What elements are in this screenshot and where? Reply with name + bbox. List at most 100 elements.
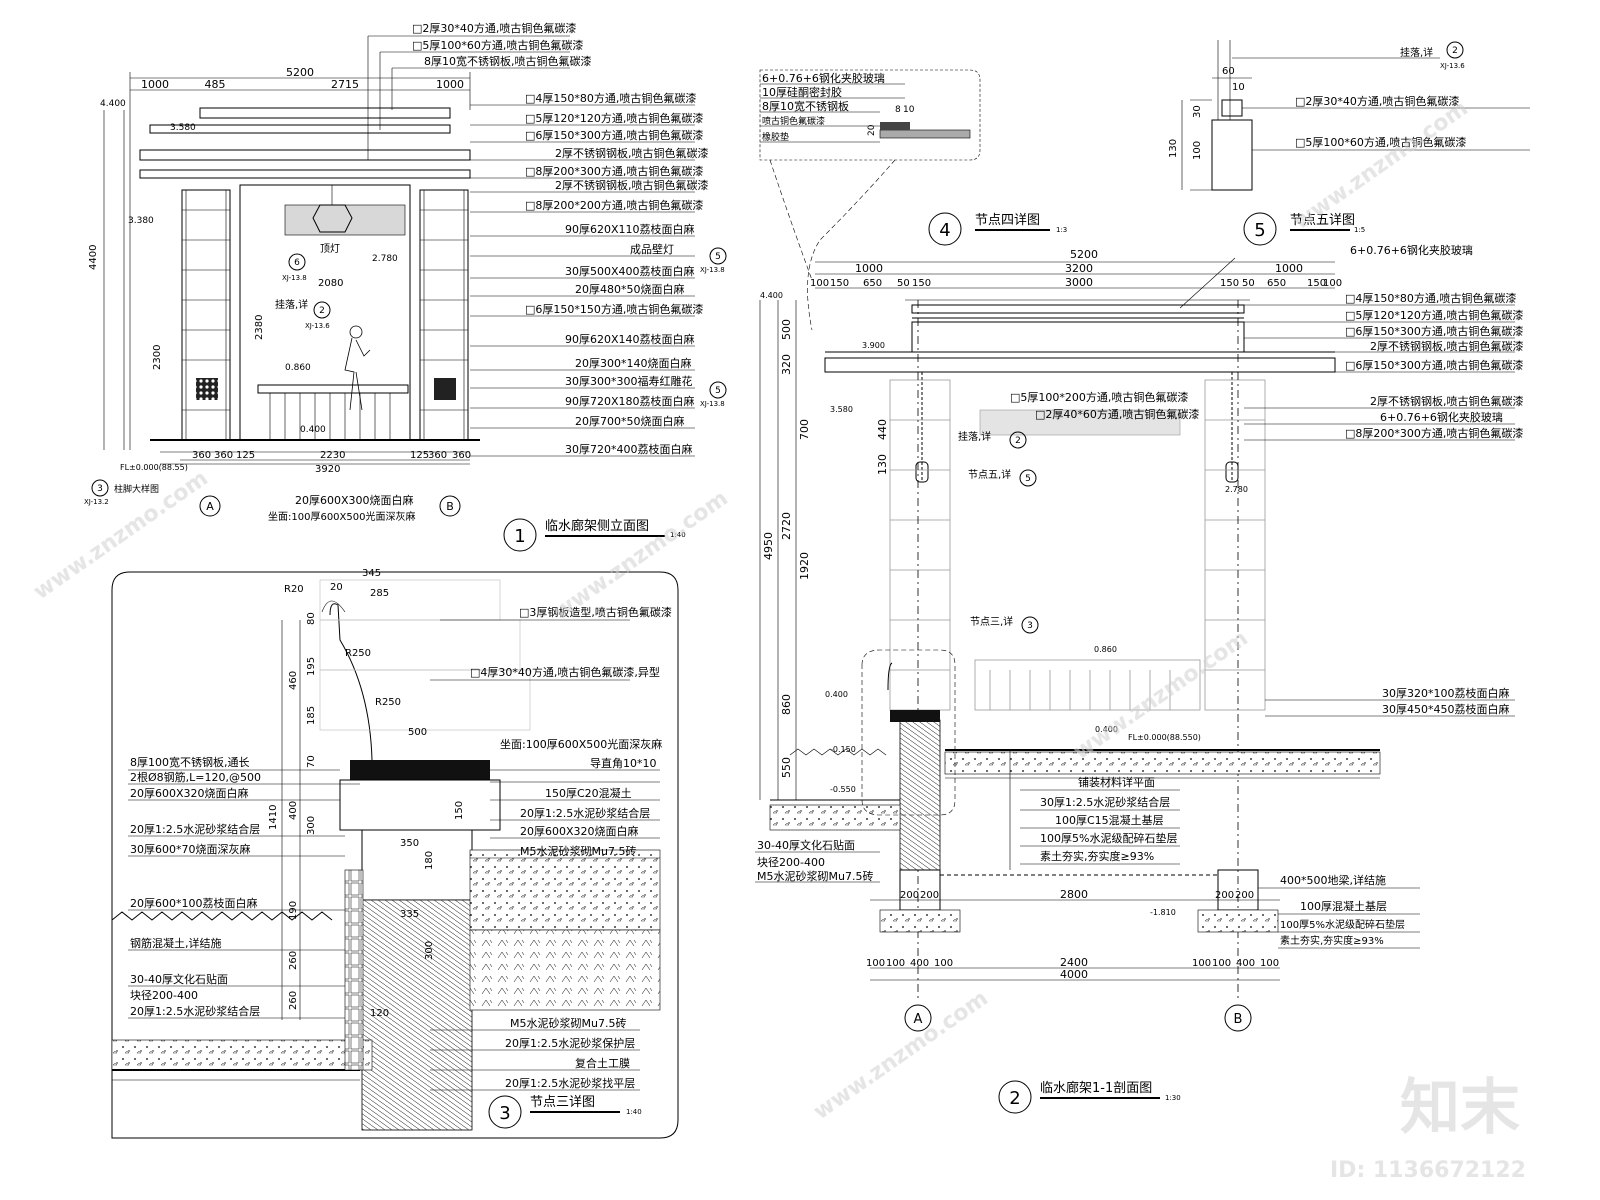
callout-r13: 90厚620X140荔枝面白麻 — [565, 332, 695, 346]
d4-callout-5: 橡胶垫 — [762, 131, 789, 143]
watermark-brand: 知末 — [1400, 1073, 1520, 1143]
d3-dim-150: 150 — [454, 801, 465, 820]
d2-ground-1: 铺装材料详平面 — [1078, 775, 1155, 789]
d2-elev-3580: 3.580 — [830, 405, 853, 414]
svg-text:2: 2 — [319, 306, 325, 316]
d2-left-3: M5水泥砂浆砌Mu7.5砖 — [757, 869, 873, 883]
callout-r16: 90厚720X180荔枝面白麻 — [565, 394, 695, 408]
callout-r5: □8厚200*300方通,喷古铜色氟碳漆 — [525, 164, 703, 178]
detail-drawing-4: 6+0.76+6钢化夹胶玻璃 10厚硅酮密封胶 8厚10宽不锈钢板 喷古铜色氟碳… — [759, 69, 1067, 331]
d2-dim-2400: 2400 — [1060, 956, 1088, 969]
svg-text:650: 650 — [863, 278, 882, 289]
d3-callout-l6: 20厚600*100荔枝面白麻 — [130, 896, 258, 910]
d3-callout-l3: 20厚600X320烧面白麻 — [130, 786, 249, 800]
d3-dim-80: 80 — [306, 612, 317, 625]
d3-callout-r6: 20厚1:2.5水泥砂浆结合层 — [520, 806, 650, 820]
d2-elev-m1810: -1.810 — [1150, 908, 1176, 917]
ceiling-lamp — [312, 204, 353, 233]
d2-callout-low2: 30厚450*450荔枝面白麻 — [1382, 702, 1510, 716]
d3-dim-400: 400 — [288, 801, 299, 820]
scale-d4: 1:3 — [1056, 226, 1067, 234]
scale-d2: 1:30 — [1165, 1094, 1181, 1102]
d3-dim-285: 285 — [370, 588, 389, 599]
d3-dim-350: 350 — [400, 838, 419, 849]
svg-text:200: 200 — [900, 890, 919, 901]
title-d3: 节点三详图 — [530, 1095, 595, 1110]
svg-text:200: 200 — [1215, 890, 1234, 901]
dim-2715: 2715 — [331, 78, 359, 91]
axis-a-d2: A — [914, 1012, 923, 1027]
d3-dim-260b: 260 — [288, 991, 299, 1010]
seat-slab — [350, 760, 490, 780]
d3-callout-l1: 8厚100宽不锈钢板,通长 — [130, 755, 250, 769]
scale-d5: 1:5 — [1354, 226, 1365, 234]
dim-485: 485 — [205, 78, 226, 91]
d2-callout-r4: □6厚150*300方通,喷古铜色氟碳漆 — [1345, 324, 1523, 338]
d2-footing-4: 素土夯实,夯实度≥93% — [1280, 934, 1384, 947]
d3-callout-r3: 坐面:100厚600X500光面深灰麻 — [500, 737, 662, 751]
callout-r7: □8厚200*200方通,喷古铜色氟碳漆 — [525, 198, 703, 212]
d5-callout-1: 挂落,详 — [1400, 46, 1433, 59]
d3-dim-345: 345 — [362, 568, 381, 579]
detail-drawing-3: 345 285 20 R20 R250 R250 500 460 195 185… — [111, 568, 679, 1139]
d2-left-2: 块径200-400 — [757, 856, 825, 869]
soil-layer — [469, 929, 661, 1011]
d2-node5: 节点五,详 — [968, 468, 1011, 481]
svg-text:3: 3 — [1027, 621, 1033, 631]
svg-text:4400: 4400 — [88, 245, 99, 270]
watermark-site-5: www.znzmo.com — [809, 986, 993, 1125]
dim-b-360c: 360 — [428, 450, 447, 461]
callout-top-3: 8厚10宽不锈钢板,喷古铜色氟碳漆 — [424, 54, 592, 68]
dim-1000-right: 1000 — [436, 78, 464, 91]
d2-dim-4000: 4000 — [1060, 968, 1088, 981]
carved-flower-panel-right — [434, 378, 456, 400]
scale-d1: 1:40 — [670, 531, 686, 539]
ref-sheet-d1b: XJ-13.8 — [700, 400, 725, 408]
d2-ground-4: 100厚5%水泥级配碎石垫层 — [1040, 831, 1177, 845]
title-d1: 临水廊架侧立面图 — [545, 518, 649, 534]
d3-callout-r10: 20厚1:2.5水泥砂浆保护层 — [505, 1036, 635, 1050]
d2-dim-b100b: 100 — [886, 958, 905, 969]
d3-dim-120: 120 — [370, 1008, 389, 1019]
title-number-d1: 1 — [514, 526, 525, 547]
svg-text:400: 400 — [1236, 958, 1255, 969]
section-drawing-2: 5200 1000 3200 1000 3000 100 150 650 50 … — [755, 243, 1524, 1114]
d2-callout-r9: □8厚200*300方通,喷古铜色氟碳漆 — [1345, 426, 1523, 440]
axis-b-d2: B — [1234, 1012, 1243, 1027]
d5-callout-2: □2厚30*40方通,喷古铜色氟碳漆 — [1295, 94, 1459, 108]
d2-callout-r2: □4厚150*80方通,喷古铜色氟碳漆 — [1345, 291, 1516, 305]
dim-b-125a: 125 — [236, 450, 255, 461]
dim-2380: 2380 — [254, 315, 265, 340]
d5-callout-3: □5厚100*60方通,喷古铜色氟碳漆 — [1295, 135, 1466, 149]
d4-callout-4: 喷古铜色氟碳漆 — [762, 115, 825, 127]
d2-dim-3000: 3000 — [1065, 276, 1093, 289]
d3-dim-20: 20 — [330, 582, 343, 593]
d3-dim-300b: 300 — [424, 941, 435, 960]
d2-elev-0860: 0.860 — [1094, 645, 1117, 654]
label-guaruo: 挂落,详 — [275, 298, 308, 311]
foot-ref-sheet: XJ-13.2 — [84, 498, 109, 506]
elev-3380: 3.380 — [128, 216, 154, 226]
svg-text:6: 6 — [294, 258, 300, 268]
d4-callout-2: 10厚硅酮密封胶 — [762, 85, 842, 99]
brick-wall — [361, 899, 473, 1131]
d5-dim-100: 100 — [1192, 141, 1203, 160]
foot-ref-number: 3 — [97, 484, 103, 494]
callout-r4: 2厚不锈钢钢板,喷古铜色氟碳漆 — [555, 146, 709, 160]
d3-callout-r7: 20厚600X320烧面白麻 — [520, 824, 639, 838]
d3-dim-195: 195 — [306, 657, 317, 676]
detail-drawing-5: 60 10 30 130 100 挂落,详 2 XJ-13.6 □2厚30*40… — [1168, 40, 1530, 246]
d3-callout-r5: 150厚C20混凝土 — [545, 786, 632, 800]
d2-dim-1920: 1920 — [798, 552, 811, 580]
callout-r9: 成品壁灯 — [630, 242, 674, 256]
dim-b-360b: 360 — [214, 450, 233, 461]
ref-sheet-d1c: XJ-13.8 — [282, 274, 307, 282]
d2-elev-3900: 3.900 — [862, 341, 885, 350]
d5-dim-130: 130 — [1168, 139, 1179, 158]
d2-dim-b100a: 100 — [866, 958, 885, 969]
callout-r12: □6厚150*150方通,喷古铜色氟碳漆 — [525, 302, 703, 316]
svg-text:200: 200 — [920, 890, 939, 901]
d2-elev-0400b: 0.400 — [1095, 725, 1118, 734]
svg-text:50: 50 — [1242, 278, 1255, 289]
